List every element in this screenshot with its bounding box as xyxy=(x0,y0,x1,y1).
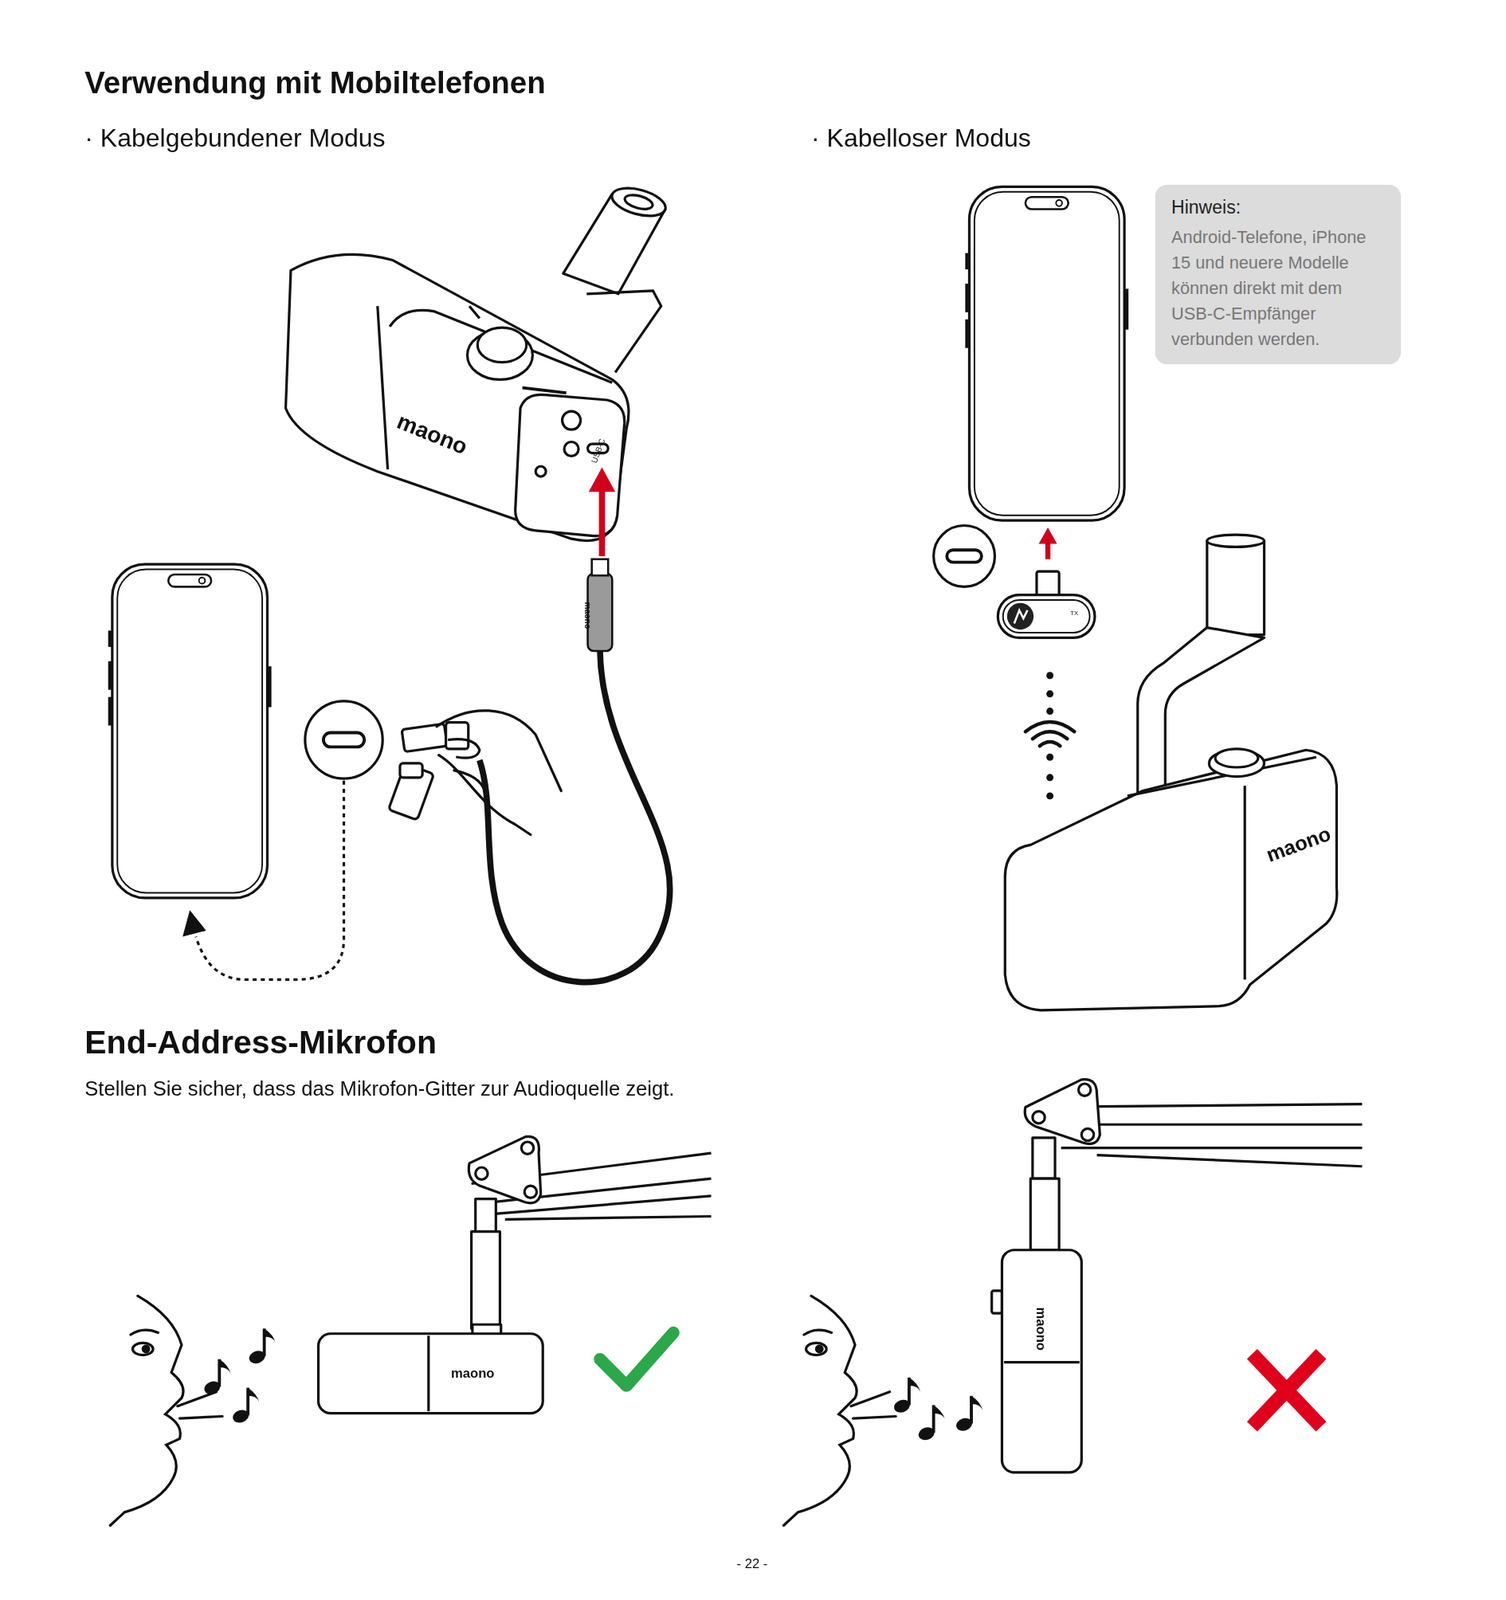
brand-logo: maono xyxy=(1032,1306,1048,1351)
instruction-text: Stellen Sie sicher, dass das Mikrofon-Gi… xyxy=(84,1077,675,1101)
brand-logo: maono xyxy=(451,1366,495,1382)
indicator-label: TX xyxy=(1070,610,1079,618)
section-heading: · Kabelgebundener Modus xyxy=(84,123,385,153)
page-number: - 22 - xyxy=(737,1556,769,1573)
page-title: Verwendung mit Mobiltelefonen xyxy=(84,65,546,101)
note-heading: Hinweis: xyxy=(1171,196,1385,219)
section-heading: · Kabelloser Modus xyxy=(811,123,1032,153)
note-box: Hinweis: Android-Telefone, iPhone 15 und … xyxy=(1155,184,1402,365)
section-title: End-Address-Mikrofon xyxy=(84,1023,437,1061)
note-text: Android-Telefone, iPhone 15 und neuere M… xyxy=(1171,224,1385,353)
brand-logo: maono xyxy=(582,602,593,630)
